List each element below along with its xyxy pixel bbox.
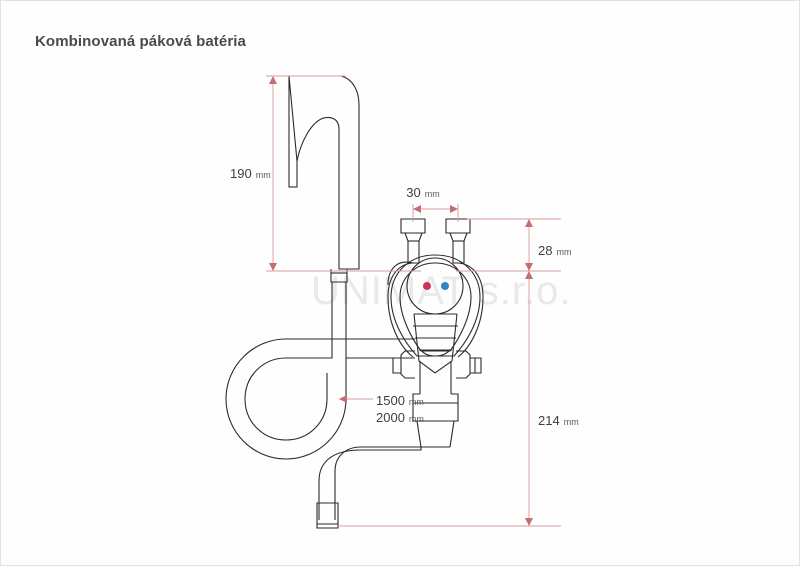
- cold-water-indicator: [441, 282, 449, 290]
- inlet-connector-left: [400, 218, 426, 264]
- swivel-spout: [318, 446, 450, 520]
- watermark-label: UNIMAT s.r.o.: [311, 269, 571, 313]
- inlet-connector-right: [445, 218, 471, 264]
- dimension-handset-length: [266, 75, 421, 272]
- hot-water-indicator: [423, 282, 431, 290]
- dimension-hose-leader: [339, 395, 373, 403]
- side-connector-right: [456, 350, 482, 379]
- page-title: Kombinovaná páková batéria: [35, 33, 246, 50]
- mixer-body: [387, 254, 484, 448]
- dimension-inlet-spacing: [412, 204, 459, 222]
- shower-handset: [288, 75, 360, 283]
- dimension-body-height: [338, 271, 561, 527]
- spout-aerator: [316, 502, 339, 529]
- side-connector-left: [392, 350, 415, 379]
- dimension-inlet-height: [456, 218, 561, 272]
